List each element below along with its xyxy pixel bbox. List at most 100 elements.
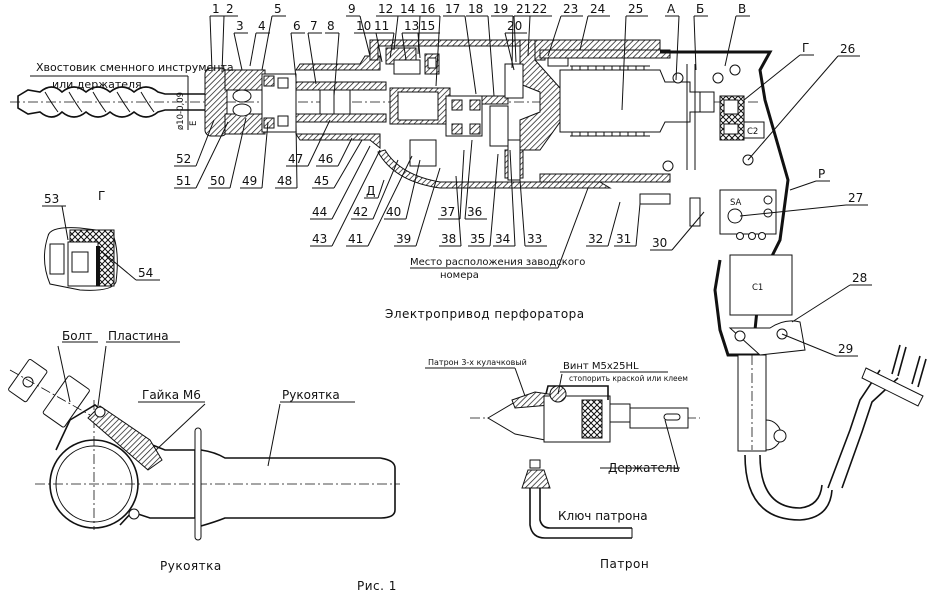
callout-Б: Б: [696, 2, 704, 16]
callout-30: 30: [652, 236, 667, 250]
callout-32: 32: [588, 232, 603, 246]
callout-leader: [337, 137, 353, 167]
side-handle-view: Болт Пластина Гайка М6 Рукоятка Рукоятка: [8, 329, 400, 573]
callout-45: 45: [314, 174, 329, 188]
callout-18: 18: [468, 2, 483, 16]
callout-2: 2: [226, 2, 234, 16]
callout-50: 50: [210, 174, 225, 188]
label-chuck-key: Ключ патрона: [558, 509, 648, 523]
callout-22: 22: [532, 2, 547, 16]
callout-leader: [455, 175, 462, 247]
callout-leader: [261, 121, 269, 189]
callout-leader: [229, 117, 247, 189]
callout-leader: [519, 179, 526, 247]
motor-armature: [559, 64, 715, 170]
callout-leader: [295, 121, 298, 189]
callout-34: 34: [495, 232, 510, 246]
callout-9: 9: [348, 2, 356, 16]
callout-7: 7: [310, 19, 318, 33]
callout-31: 31: [616, 232, 631, 246]
callout-38: 38: [441, 232, 456, 246]
callout-52: 52: [176, 152, 191, 166]
callout-leader: [393, 15, 399, 51]
callout-leader: [307, 32, 317, 85]
callout-leader: [459, 149, 465, 220]
callout-44: 44: [312, 205, 327, 219]
shank-note-line2: или держателя: [52, 78, 142, 91]
callout-25: 25: [628, 2, 643, 16]
callout-43: 43: [312, 232, 327, 246]
callout-48: 48: [277, 174, 292, 188]
callout-leader: [693, 15, 697, 71]
callout-leader: [621, 15, 627, 111]
callout-leader: [249, 32, 257, 67]
callout-leader: [389, 32, 395, 59]
callout-41: 41: [348, 232, 363, 246]
serial-note-line1: Место расположения заводского: [410, 257, 585, 268]
callout-15: 15: [420, 19, 435, 33]
callout-8: 8: [327, 19, 335, 33]
callout-leader: [261, 15, 273, 71]
callout-leader: [671, 211, 705, 251]
callout-leader: [333, 32, 340, 97]
callout-11: 11: [374, 19, 389, 33]
detail-g-title: Г: [98, 189, 105, 203]
label-nut: Гайка М6: [142, 388, 201, 402]
callout-leader: [195, 121, 229, 189]
capacitor-c1: C1: [729, 254, 793, 316]
callout-14: 14: [400, 2, 415, 16]
callout-35: 35: [470, 232, 485, 246]
callout-29: 29: [838, 342, 853, 356]
label-screw: Винт М5х25HL: [563, 361, 639, 372]
callout-51: 51: [176, 174, 191, 188]
capacitor-c2-label: C2: [747, 127, 758, 137]
callout-leader: [367, 155, 413, 247]
handle-view-title: Рукоятка: [160, 559, 222, 573]
callout-33: 33: [527, 232, 542, 246]
callout-36: 36: [467, 205, 482, 219]
callout-leader: [607, 201, 621, 247]
callout-leader: [221, 15, 225, 73]
callout-27: 27: [848, 191, 863, 205]
callout-12: 12: [378, 2, 393, 16]
callout-leader: [290, 32, 297, 79]
label-screw-note: стопорить краской или клеем: [569, 374, 688, 383]
main-title: Электропривод перфоратора: [385, 307, 585, 321]
callout-leader: [435, 15, 441, 87]
callout-49: 49: [242, 174, 257, 188]
callout-leader: [377, 179, 385, 199]
callout-leader: [724, 15, 737, 67]
callout-13: 13: [404, 19, 419, 33]
callout-1: 1: [212, 2, 220, 16]
label-holder: Держатель: [608, 461, 680, 475]
callout-6: 6: [293, 19, 301, 33]
callout-28: 28: [852, 271, 867, 285]
callout-3: 3: [236, 19, 244, 33]
callout-leader: [417, 15, 421, 55]
capacitor-c1-label: C1: [752, 283, 763, 293]
shank-note-line1: Хвостовик сменного инструмента: [36, 61, 234, 74]
callout-10: 10: [356, 19, 371, 33]
callout-leader: [331, 145, 371, 220]
callout-leader: [331, 149, 381, 247]
drill-body-section: C2 SA C1: [10, 39, 927, 521]
serial-note-line2: номера: [440, 270, 479, 281]
callout-leader: [417, 32, 421, 59]
callout-leader: [415, 167, 441, 247]
callout-leader: [233, 32, 243, 71]
callout-leader: [209, 15, 213, 71]
callout-23: 23: [563, 2, 578, 16]
callout-40: 40: [386, 205, 401, 219]
callout-leader: [743, 54, 801, 101]
figure-caption: Рис. 1: [357, 579, 397, 593]
label-bolt: Болт: [62, 329, 92, 343]
callout-21: 21: [516, 2, 531, 16]
callout-В: В: [738, 2, 746, 16]
callout-leader: [635, 203, 641, 247]
chuck-view: Патрон 3-х кулачковый Винт М5х25HL стопо…: [425, 358, 700, 571]
callout-Р: Р: [818, 167, 825, 181]
callout-А: А: [667, 2, 676, 16]
callout-42: 42: [353, 205, 368, 219]
